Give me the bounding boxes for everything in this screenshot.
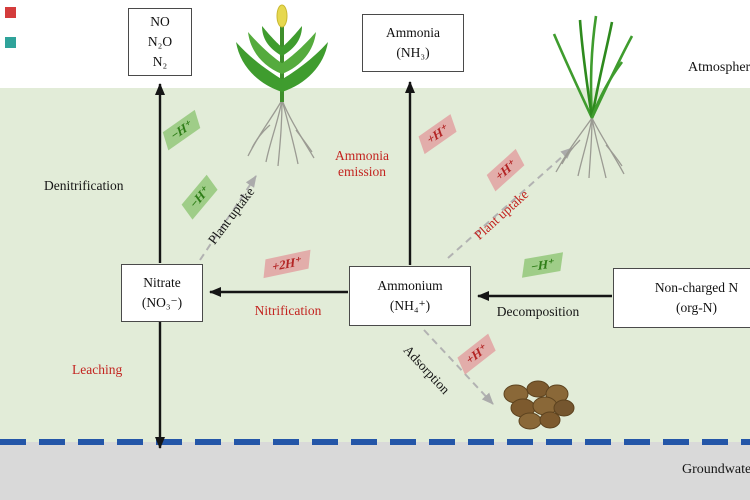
- ammonia-emission-label: Ammonia emission: [335, 148, 389, 180]
- groundwater-label: Groundwater: [682, 462, 750, 477]
- grass-plant: [552, 15, 634, 179]
- gas-box: NO N₂O N₂: [128, 8, 192, 76]
- ammonium-box: Ammonium (NH₄⁺): [349, 266, 471, 326]
- ammonia-box: Ammonia (NH₃): [362, 14, 464, 72]
- ammonia-line1: Ammonia: [386, 25, 440, 40]
- bullet-teal-icon: [5, 37, 16, 48]
- gas-line2: N₂O: [147, 34, 173, 49]
- grass-roots: [555, 117, 625, 179]
- plant-uptake-left-arrow: [199, 175, 257, 261]
- soil-particles: [503, 380, 575, 430]
- organic-n-box: Non-charged N (org-N): [613, 268, 750, 328]
- decomposition-label: Decomposition: [496, 304, 580, 319]
- ammonia-emission-line1: Ammonia: [335, 148, 389, 163]
- corn-leaves: [236, 26, 328, 92]
- nitrate-line1: Nitrate: [143, 275, 181, 290]
- ammonium-line2: (NH₄⁺): [389, 298, 431, 313]
- groundwater-region: [0, 442, 750, 500]
- gas-line3: N₂: [152, 54, 168, 69]
- corn-roots: [247, 99, 315, 167]
- organic-line2: (org-N): [676, 300, 717, 315]
- bullet-red-icon: [5, 7, 16, 18]
- corn-tassel: [276, 4, 288, 28]
- plant-uptake-right-arrow: [447, 147, 573, 259]
- nitrate-box: Nitrate (NO₃⁻): [121, 264, 203, 322]
- corn-plant: [236, 4, 328, 167]
- ammonia-line2: (NH₃): [396, 45, 430, 60]
- gas-line1: NO: [150, 14, 170, 29]
- dashed-arrows: [199, 147, 573, 405]
- ammonia-emission-line2: emission: [337, 164, 386, 179]
- nitrate-line2: (NO₃⁻): [141, 295, 183, 310]
- grass-blades: [552, 15, 634, 119]
- atmosphere-label: Atmosphere: [688, 60, 750, 75]
- leaching-label: Leaching: [72, 362, 123, 377]
- corn-stem: [280, 22, 284, 102]
- ammonium-line1: Ammonium: [377, 278, 443, 293]
- denitrification-label: Denitrification: [44, 178, 124, 193]
- solid-arrows: [155, 81, 612, 449]
- organic-line1: Non-charged N: [654, 280, 739, 295]
- nitrification-label: Nitrification: [254, 303, 322, 318]
- adsorption-arrow: [423, 329, 494, 405]
